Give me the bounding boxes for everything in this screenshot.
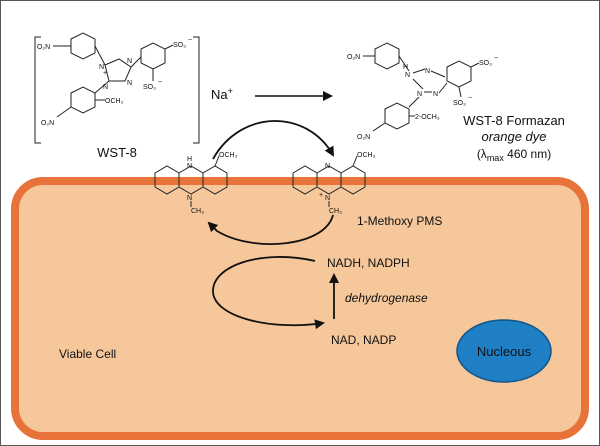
tetrazolium-charge: + xyxy=(103,70,107,77)
reduced-mpms-n2: N xyxy=(187,195,192,202)
formazan-n4: N xyxy=(433,91,438,98)
formazan-n2: N xyxy=(425,68,430,75)
wst8-label: WST-8 xyxy=(97,145,137,160)
dehydrogenase-label: dehydrogenase xyxy=(345,291,428,305)
reduced-mpms-structure: N H OCH₃ N CH₃ xyxy=(154,152,238,215)
cell-label: Viable Cell xyxy=(59,347,116,361)
electron-transfer-arrow xyxy=(212,120,334,160)
wst8-structure: O₂N N + N N N SO₃ − SO₃ − OCH₃ O₂N xyxy=(34,32,200,144)
tetrazolium-n3: N xyxy=(127,80,132,87)
reduced-mpms-nh: H xyxy=(187,156,192,163)
reduced-mpms-methoxy: OCH₃ xyxy=(219,152,238,159)
formazan-color-note: orange dye xyxy=(481,129,546,144)
mpms-reduction-arrow xyxy=(207,214,334,245)
formazan-sulfonate-charge-2: − xyxy=(468,95,472,102)
lambda-open: (λ xyxy=(477,147,487,161)
tetrazolium-n1: N xyxy=(99,64,104,71)
tetrazolium-n2: N xyxy=(127,58,132,65)
nitro-group-bottom: O₂N xyxy=(41,120,54,127)
methoxy-group-wst8: OCH₃ xyxy=(105,98,124,105)
nad-label: NAD, NADP xyxy=(331,333,396,347)
mediator-label: 1-Methoxy PMS xyxy=(357,214,442,228)
formazan-methoxy: 2-OCH₃ xyxy=(415,114,440,121)
sulfonate-charge-2: − xyxy=(158,79,162,86)
formazan-lambda-max: (λmax 460 nm) xyxy=(477,147,551,163)
counter-ion-charge: + xyxy=(228,86,233,96)
formazan-n1: N xyxy=(405,72,410,79)
sulfonate-charge-1: − xyxy=(188,37,192,44)
oxidized-mpms-methoxy: OCH₃ xyxy=(357,152,376,159)
nadh-label: NADH, NADPH xyxy=(327,256,410,270)
formazan-n3: N xyxy=(417,91,422,98)
sulfonate-group-2: SO₃ xyxy=(143,84,156,91)
formazan-sulfonate-charge-1: − xyxy=(494,55,498,62)
tetrazolium-n4: N xyxy=(103,84,108,91)
counter-ion-symbol: Na xyxy=(211,87,228,102)
lambda-value: 460 nm) xyxy=(504,147,551,161)
oxidized-mpms-structure: N OCH₃ N + CH₃ xyxy=(292,152,376,215)
lambda-subscript: max xyxy=(487,153,505,163)
formazan-nh: H xyxy=(403,64,408,71)
nucleus xyxy=(456,319,552,383)
reduced-mpms-n1: N xyxy=(187,163,192,170)
formazan-nitro-top: O₂N xyxy=(347,54,360,61)
nucleus-label: Nucleous xyxy=(477,344,532,359)
nadh-oxidation-arrow xyxy=(212,256,325,330)
counter-ion-label: Na+ xyxy=(211,86,233,102)
reduced-mpms-methyl: CH₃ xyxy=(191,208,204,215)
formazan-structure: O₂N N H N N N SO₃ − SO₃ − 2-OCH₃ O₂N xyxy=(347,42,498,141)
oxidized-mpms-n1: N xyxy=(325,163,330,170)
formazan-label: WST-8 Formazan xyxy=(463,113,565,128)
nitro-group-top: O₂N xyxy=(37,44,50,51)
formazan-sulfonate-2: SO₃ xyxy=(453,100,466,107)
oxidized-mpms-charge: + xyxy=(319,192,323,199)
formazan-nitro-bottom: O₂N xyxy=(357,134,370,141)
cell-membrane xyxy=(11,177,589,440)
sulfonate-group-1: SO₃ xyxy=(173,42,186,49)
formazan-sulfonate-1: SO₃ xyxy=(479,60,492,67)
oxidized-mpms-methyl: CH₃ xyxy=(329,208,342,215)
oxidized-mpms-n2: N xyxy=(325,195,330,202)
